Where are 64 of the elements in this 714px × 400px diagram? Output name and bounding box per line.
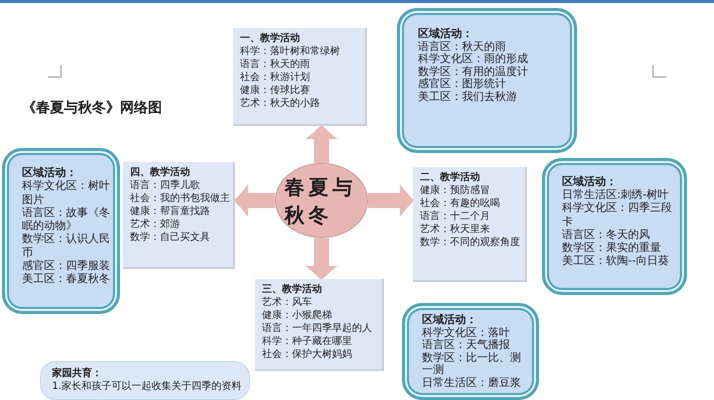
activity-item: 社会：我的书包我做主: [130, 192, 230, 205]
activity-item: 健康：预防感冒: [420, 184, 490, 197]
activity-item: 艺术：秋天的小路: [240, 97, 320, 110]
activity-item: 科学文化区：树叶图片: [22, 179, 111, 206]
activity-item: 数学区：比一比、测一测: [422, 352, 522, 376]
block-arrow: [235, 184, 275, 216]
activity-panel: [123, 162, 235, 269]
diagram-title: 《春夏与秋冬》网络图: [22, 99, 162, 117]
activity-item: 语言区：冬天的风: [562, 228, 651, 242]
activity-panel: [255, 279, 384, 371]
activity-item: 语言：四季儿歌: [130, 179, 200, 192]
activity-item: 健康：帮盲童找路: [130, 205, 210, 218]
activity-item: 日常生活区：磨豆浆: [422, 376, 522, 390]
activity-item: 语言区：天气播报: [422, 339, 511, 352]
block-arrow: [368, 184, 413, 216]
activity-item: 语言区：秋天的雨: [418, 40, 507, 53]
activity-item: 语言：秋天的雨: [240, 58, 310, 71]
block-arrow: [306, 238, 338, 279]
region-heading: 区域活动：: [418, 28, 474, 40]
note-panel: [40, 361, 250, 400]
section-heading: 四、教学活动: [130, 166, 190, 179]
activity-item: 科学文化区：雨的形成: [418, 53, 529, 66]
region-panel: [397, 8, 577, 153]
activity-item: 社会：有趣的吆喝: [420, 197, 500, 210]
activity-item: 美工区：春夏秋冬: [22, 272, 111, 286]
topic-text: 春夏与秋冬: [284, 174, 358, 228]
activity-item: 数学：自己买文具: [130, 231, 210, 244]
activity-item: 感官区：四季服装: [22, 259, 111, 272]
activity-item: 社会：保护大树妈妈: [262, 348, 352, 361]
activity-item: 科学：种子藏在哪里: [262, 335, 352, 348]
activity-item: 语言：一年四季早起的人: [262, 322, 372, 335]
note-text: 1.家长和孩子可以一起收集关于四季的资料: [52, 380, 242, 393]
section-heading: 家园共育：: [52, 367, 102, 380]
region-heading: 区域活动：: [562, 175, 618, 188]
section-heading: 二、教学活动: [420, 171, 480, 184]
activity-panel: [233, 28, 367, 126]
activity-item: 社会：秋游计划: [240, 71, 310, 84]
activity-item: 日常生活区:刺绣-树叶: [562, 188, 670, 202]
activity-item: 数学：不同的观察角度: [420, 236, 520, 249]
region-panel: [542, 158, 687, 295]
activity-item: 语言区：故事《冬眠的动物》: [22, 206, 111, 232]
activity-item: 语言：十二个月: [420, 210, 490, 223]
activity-item: 数学区：认识人民币: [22, 232, 111, 260]
activity-item: 科学文化区：落叶: [422, 326, 511, 339]
region-heading: 区域活动：: [422, 314, 478, 326]
region-panel: [402, 303, 539, 400]
activity-item: 健康：传球比赛: [240, 84, 310, 97]
activity-item: 科学：落叶树和常绿树: [240, 45, 340, 58]
activity-item: 数学区：有用的温度计: [418, 66, 529, 78]
section-heading: 三、教学活动: [262, 283, 322, 296]
activity-item: 艺术：风车: [262, 296, 312, 309]
activity-item: 科学文化区：四季三段卡: [562, 201, 673, 228]
region-heading: 区域活动：: [22, 166, 78, 180]
activity-item: 美工区：我们去秋游: [418, 90, 518, 104]
region-panel: [2, 148, 120, 314]
activity-item: 艺术：郊游: [130, 218, 180, 231]
activity-item: 感官区：图形统计: [418, 78, 507, 90]
block-arrow: [306, 126, 338, 163]
activity-item: 艺术：秋天里来: [420, 223, 490, 236]
activity-panel: [413, 167, 527, 282]
section-heading: 一、教学活动: [240, 32, 300, 45]
activity-item: 美工区：软陶--向日葵: [562, 254, 670, 268]
activity-item: 数学区：果实的重量: [562, 241, 662, 254]
activity-item: 健康：小猴爬梯: [262, 309, 332, 322]
